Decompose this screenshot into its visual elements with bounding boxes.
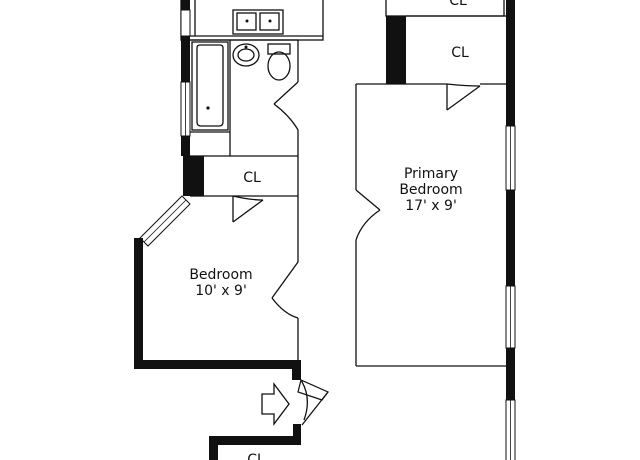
closet-bedroom-label: CL (243, 170, 261, 186)
toilet-icon (267, 43, 291, 81)
primary-bedroom-size: 17' x 9' (405, 198, 457, 214)
closet-top-label: CL (449, 0, 467, 9)
entry-walls (292, 366, 329, 444)
primary-bedroom-name-line1: Primary (404, 166, 458, 182)
bedroom-size: 10' x 9' (195, 283, 247, 299)
closet-bedroom (204, 156, 299, 223)
primary-bedroom-name-line2: Bedroom (399, 182, 462, 198)
right-exterior-wall (505, 0, 516, 460)
entry-arrow-icon (261, 382, 290, 426)
wall-left-block (183, 156, 204, 196)
bedroom-name: Bedroom (189, 267, 252, 283)
primary-bedroom-walls (355, 83, 506, 367)
bathtub-icon (191, 41, 229, 131)
door-bath (273, 81, 299, 156)
closet-primary-label: CL (451, 45, 469, 61)
closet-bottom (209, 436, 301, 460)
bath-sink-icon (232, 43, 260, 67)
wall-right-closet-block (386, 16, 406, 84)
wall-left-upper (181, 0, 190, 10)
closet-primary (406, 15, 506, 111)
bedroom-walls (134, 195, 301, 369)
wall-left-low (181, 136, 190, 156)
window-left-top (180, 9, 191, 37)
double-sink-icon (232, 9, 284, 35)
closet-bottom-label: CL (247, 452, 265, 460)
bath-walls (190, 39, 299, 157)
wall-left-mid (181, 36, 190, 82)
closet-top-cut (385, 0, 505, 17)
